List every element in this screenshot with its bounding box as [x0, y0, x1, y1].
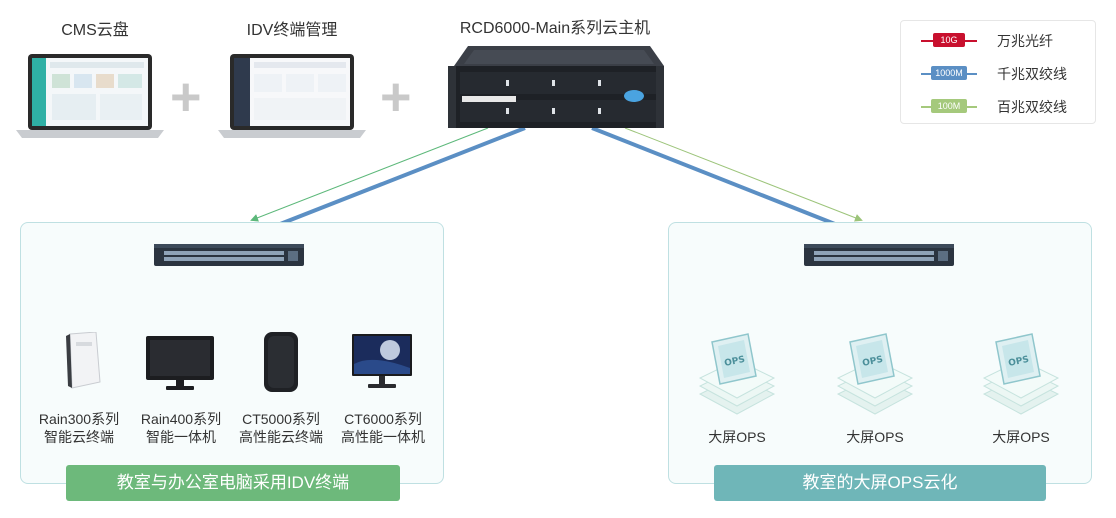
svg-text:OPS: OPS	[862, 355, 884, 369]
plus-icon: +	[380, 67, 412, 127]
monitor-icon	[352, 334, 412, 390]
laptop-cms-icon	[16, 52, 164, 138]
svg-text:OPS: OPS	[724, 355, 746, 369]
plus-icon: +	[170, 67, 202, 127]
device-name: Rain300系列	[38, 411, 120, 427]
legend-label-fiber: 万兆光纤	[997, 33, 1053, 49]
mini-pc-icon	[62, 331, 102, 390]
link-server-right-gigabit	[591, 126, 846, 230]
device-name: 大屏OPS	[992, 429, 1050, 445]
idv-label: IDV终端管理	[246, 22, 338, 39]
legend: 10G 万兆光纤 1000M 千兆双绞线 100M 百兆双绞线	[900, 20, 1096, 124]
ops-module-icon: OPS	[982, 332, 1060, 418]
link-server-left-gigabit	[269, 126, 526, 230]
device-desc: 高性能云终端	[239, 429, 323, 445]
ops-module-icon: OPS	[836, 332, 914, 418]
device-name: 大屏OPS	[708, 429, 766, 445]
legend-label-gigabit: 千兆双绞线	[997, 66, 1067, 82]
rack-server-icon	[444, 44, 668, 132]
svg-text:OPS: OPS	[1008, 355, 1030, 369]
device-name: CT6000系列	[344, 411, 422, 427]
server-label: RCD6000-Main系列云主机	[459, 20, 651, 37]
device-name: Rain400系列	[140, 411, 222, 427]
legend-tag-fast: 100M	[931, 99, 967, 113]
legend-tag-gigabit: 1000M	[931, 66, 967, 80]
network-switch-icon	[154, 242, 304, 268]
tower-pc-icon	[262, 330, 300, 394]
all-in-one-icon	[146, 336, 214, 390]
device-desc: 智能云终端	[44, 429, 114, 445]
device-desc: 智能一体机	[146, 429, 216, 445]
link-server-left-arrow	[250, 127, 489, 222]
legend-tag-fiber: 10G	[933, 33, 965, 47]
left-zone-banner: 教室与办公室电脑采用IDV终端	[66, 465, 400, 501]
right-zone-banner: 教室的大屏OPS云化	[714, 465, 1046, 501]
laptop-idv-icon	[218, 52, 366, 138]
network-switch-icon	[804, 242, 954, 268]
legend-label-fast: 百兆双绞线	[997, 99, 1067, 115]
ops-module-icon: OPS	[698, 332, 776, 418]
cms-label: CMS云盘	[61, 22, 129, 39]
link-server-right-arrow	[624, 127, 863, 222]
device-desc: 高性能一体机	[341, 429, 425, 445]
device-name: CT5000系列	[242, 411, 320, 427]
device-name: 大屏OPS	[846, 429, 904, 445]
